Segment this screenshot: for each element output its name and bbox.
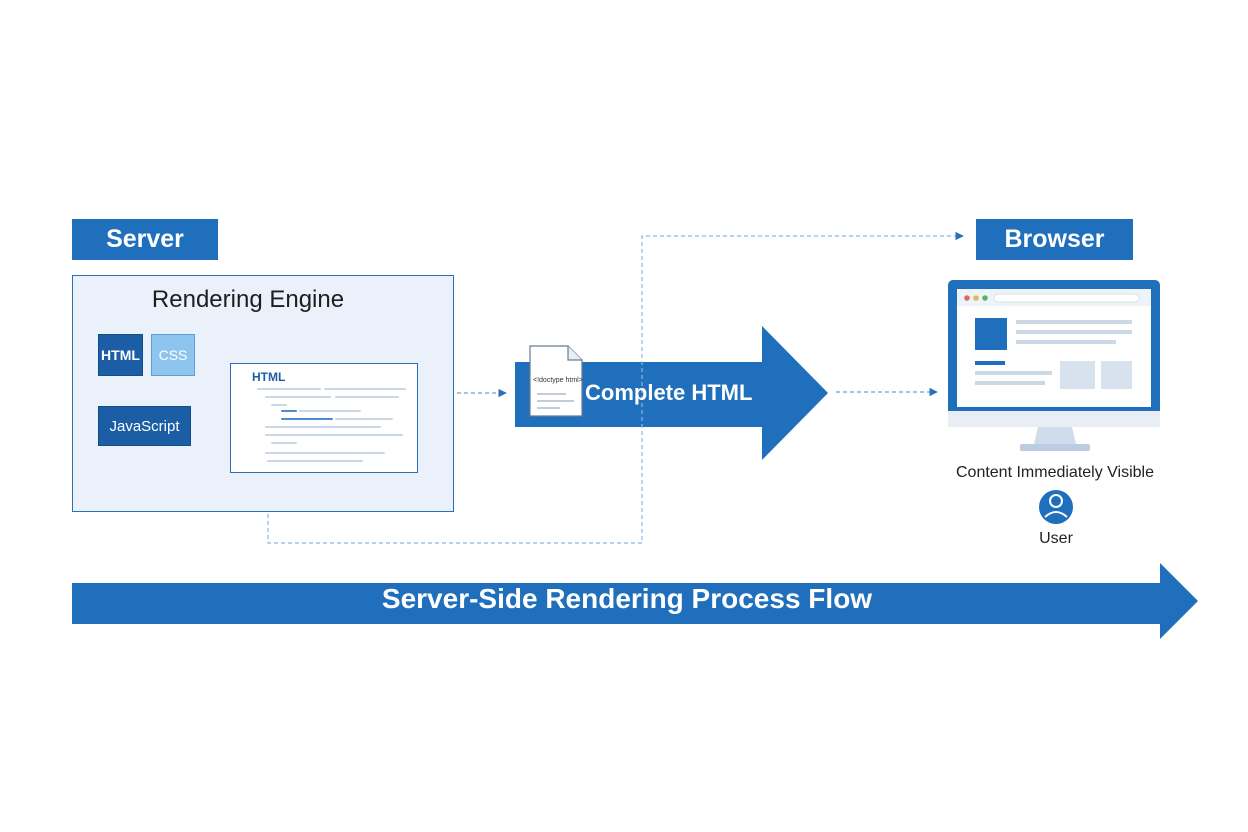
html-output-title: HTML <box>252 370 286 384</box>
complete-html-arrow <box>515 326 828 460</box>
browser-window-icon <box>948 280 1160 451</box>
complete-html-label: Complete HTML <box>585 380 753 405</box>
process-flow-label: Server-Side Rendering Process Flow <box>381 583 873 614</box>
process-flow-arrow <box>72 563 1198 639</box>
html-chip: HTML <box>98 334 143 376</box>
document-icon <box>529 345 583 417</box>
css-chip: CSS <box>151 334 195 376</box>
javascript-chip: JavaScript <box>98 406 191 446</box>
content-visible-caption: Content Immediately Visible <box>955 464 1155 481</box>
server-to-browser-dashed-route <box>267 231 964 544</box>
document-label: <!doctype html> <box>533 377 583 384</box>
server-label: Server <box>72 219 218 260</box>
rendering-engine-title: Rendering Engine <box>151 286 345 313</box>
user-caption: User <box>1039 530 1073 547</box>
user-icon <box>1039 490 1073 524</box>
browser-label: Browser <box>976 219 1133 260</box>
